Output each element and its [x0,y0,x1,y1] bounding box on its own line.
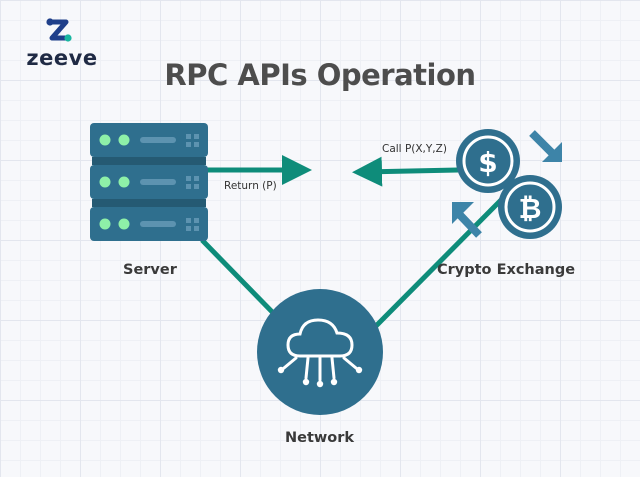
network-label: Network [285,430,355,446]
server-icon [90,123,208,241]
network-icon [257,289,383,415]
zeeve-logo: zeeve [22,16,102,70]
bitcoin-coin-icon: ₿ [498,175,562,239]
exchange-swap-up-arrow-icon [452,202,482,238]
exchange-swap-down-arrow-icon [529,130,562,162]
exchange-label: Crypto Exchange [437,262,576,278]
server-network-link [200,238,284,324]
server-label: Server [123,262,177,278]
svg-text:$: $ [478,146,497,179]
call-arrow [352,156,459,187]
cloud-network-icon [277,318,363,388]
svg-text:₿: ₿ [519,192,542,225]
call-label: Call P(X,Y,Z) [382,143,447,155]
exchange-network-link [370,194,507,332]
exchange-icon: $ ₿ [452,129,562,239]
zeeve-logo-mark-icon [46,18,72,42]
brand-name: zeeve [26,46,98,70]
page-title: RPC APIs Operation [164,58,476,92]
dollar-coin-icon: $ [456,129,520,193]
return-label: Return (P) [224,180,277,192]
